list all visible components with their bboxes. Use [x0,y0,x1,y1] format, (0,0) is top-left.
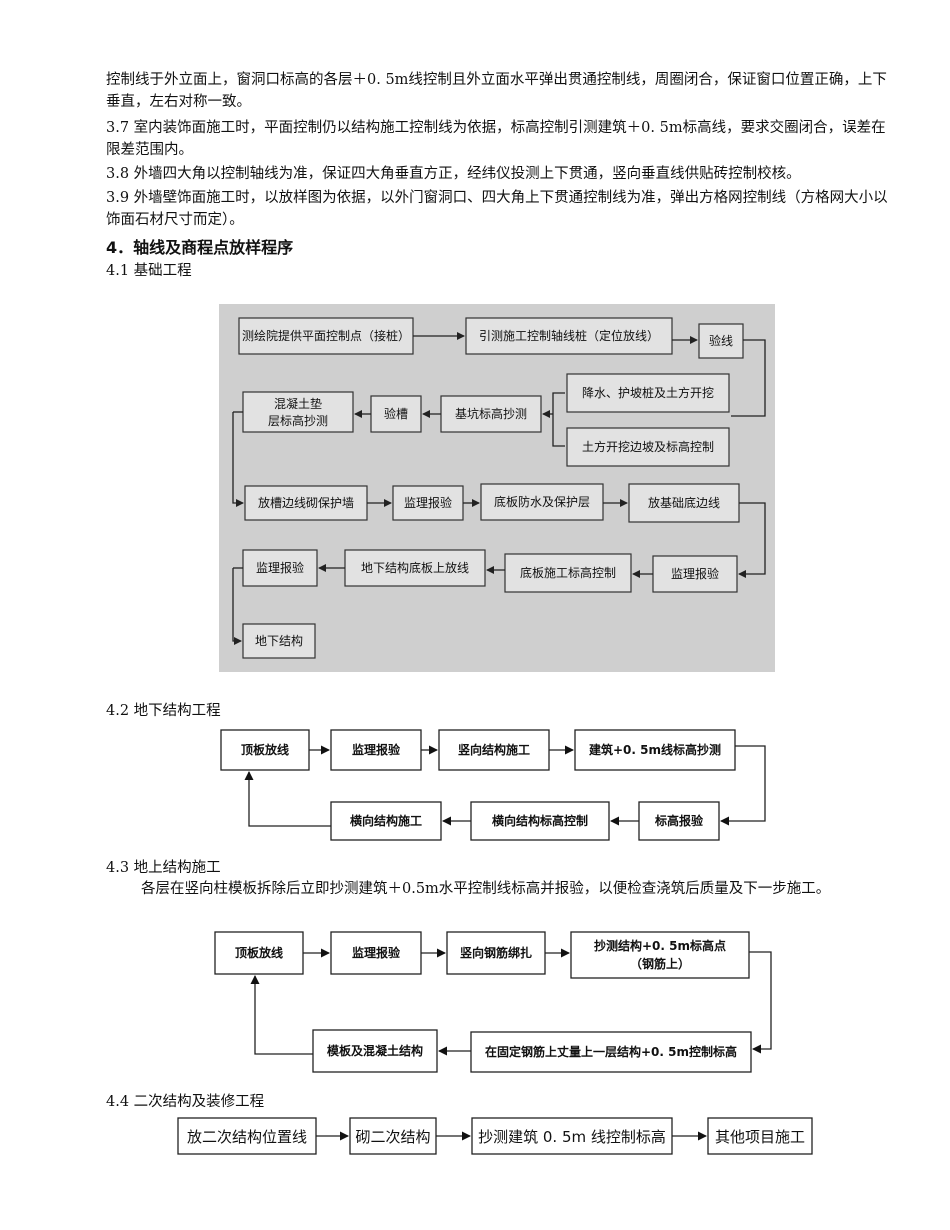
node-elevation-survey [574,729,736,771]
node-report [330,729,422,771]
node-roof-layout [220,729,310,771]
node-waterproof [480,483,604,521]
label-report-1: 监理报验 [404,495,452,510]
node-vertical-structure [438,729,550,771]
node-axis-stakes [465,317,673,355]
section-4-title: 4．轴线及商程点放样程序 [106,238,294,257]
label-elevation-report: 标高报验 [654,813,704,828]
label-dewatering: 降水、护坡桩及土方开挖 [582,385,714,400]
paragraph-4-3: 各层在竖向柱模板拆除后立即抄测建筑＋0.5m水平控制线标高并报验，以便检查浇筑后… [141,881,831,897]
label-report-3: 监理报验 [256,560,304,575]
node-trench-check [370,395,422,433]
label-underground-structure: 地下结构 [255,633,303,648]
node-build-secondary [349,1117,437,1155]
node-rebar-binding [446,931,546,975]
label-elevation-points-line2: （钢筋上） [630,956,690,971]
paragraph-3-9: 3.9 外墙壁饰面施工时，以放样图为依据，以外门窗洞口、四大角上下贯通控制线为准… [106,190,888,228]
subsection-4-4-title: 4.4 二次结构及装修工程 [106,1094,265,1110]
subsection-4-2-title: 4.2 地下结构工程 [106,703,221,719]
label-floor-layout: 地下结构底板上放线 [361,560,469,575]
node-other-works [707,1117,813,1155]
label-formwork-concrete: 模板及混凝土结构 [327,1043,423,1058]
node-verify-lines [698,323,744,359]
label-report: 监理报验 [352,945,401,960]
paragraph-3-7: 3.7 室内装饰面施工时，平面控制仍以结构施工控制线为依据，标高控制引测建筑＋0… [106,120,886,158]
foundation-flowchart: 测绘院提供平面控制点（接桩） 引测施工控制轴线桩（定位放线） 验线 降水、护坡桩… [219,304,775,672]
label-axis-stakes: 引测施工控制轴线桩（定位放线） [479,328,659,343]
label-build-secondary: 砌二次结构 [355,1128,430,1146]
label-roof-layout: 顶板放线 [235,945,283,960]
label-floor-elevation: 底板施工标高控制 [520,565,616,580]
node-survey-elevation [471,1117,673,1155]
label-waterproof: 底板防水及保护层 [494,494,590,509]
secondary-structure-flowchart: 放二次结构位置线 砌二次结构 抄测建筑 0. 5m 线控制标高 其他项目施工 [174,1114,819,1160]
node-underground-structure [242,623,316,659]
node-roof-layout [214,931,304,975]
node-report-1 [392,485,464,521]
aboveground-flowchart: 顶板放线 监理报验 竖向钢筋绑扎 抄测结构+0. 5m标高点 （钢筋上） 在固定… [205,926,780,1076]
label-roof-layout: 顶板放线 [241,742,289,757]
node-floor-elevation [504,553,632,593]
label-horizontal-structure: 横向结构施工 [350,813,422,828]
node-elevation-report [638,801,720,841]
label-trench-check: 验槽 [384,406,408,421]
node-floor-layout [344,549,486,587]
node-pit-elevation [440,395,542,433]
label-fixed-rebar-measure: 在固定钢筋上丈量上一层结构+0. 5m控制标高 [485,1044,737,1059]
label-control-points: 测绘院提供平面控制点（接桩） [242,328,410,343]
node-control-points [238,317,414,355]
label-cushion-line1: 混凝土垫 [274,396,322,411]
label-protect-wall: 放槽边线砌保护墙 [258,495,354,510]
node-horizontal-structure [330,801,442,841]
label-horizontal-control: 横向结构标高控制 [492,813,588,828]
node-base-line [628,483,740,523]
paragraph-3-8: 3.8 外墙四大角以控制轴线为准，保证四大角垂直方正，经纬仪投测上下贯通，竖向垂… [106,166,801,182]
node-elevation-points [570,931,750,979]
label-slope-control: 土方开挖边坡及标高控制 [582,439,714,454]
subsection-4-1-title: 4.1 基础工程 [106,263,192,279]
node-report [330,931,422,975]
node-slope-control [566,427,730,467]
label-vertical-structure: 竖向结构施工 [458,742,530,757]
underground-flowchart: 顶板放线 监理报验 竖向结构施工 建筑+0. 5m线标高抄测 标高报验 横向结构… [215,724,775,844]
paragraph-intro: 控制线于外立面上，窗洞口标高的各层＋0. 5m线控制且外立面水平弹出贯通控制线，… [106,72,887,110]
node-dewatering [566,373,730,413]
label-elevation-points-line1: 抄测结构+0. 5m标高点 [594,938,726,953]
subsection-4-3-title: 4.3 地上结构施工 [106,860,221,876]
node-horizontal-control [470,801,610,841]
label-elevation-survey: 建筑+0. 5m线标高抄测 [588,742,721,757]
label-base-line: 放基础底边线 [648,495,720,510]
label-survey-elevation: 抄测建筑 0. 5m 线控制标高 [478,1128,666,1146]
node-formwork-concrete [312,1029,438,1073]
node-protect-wall [244,485,368,521]
node-fixed-rebar-measure [470,1031,752,1073]
label-rebar-binding: 竖向钢筋绑扎 [460,945,532,960]
label-secondary-layout: 放二次结构位置线 [187,1128,307,1146]
label-cushion-line2: 层标高抄测 [268,413,328,428]
label-report-2: 监理报验 [671,566,719,581]
label-other-works: 其他项目施工 [715,1128,805,1146]
label-verify-lines: 验线 [709,333,733,348]
label-pit-elevation: 基坑标高抄测 [455,406,527,421]
label-report: 监理报验 [352,742,401,757]
